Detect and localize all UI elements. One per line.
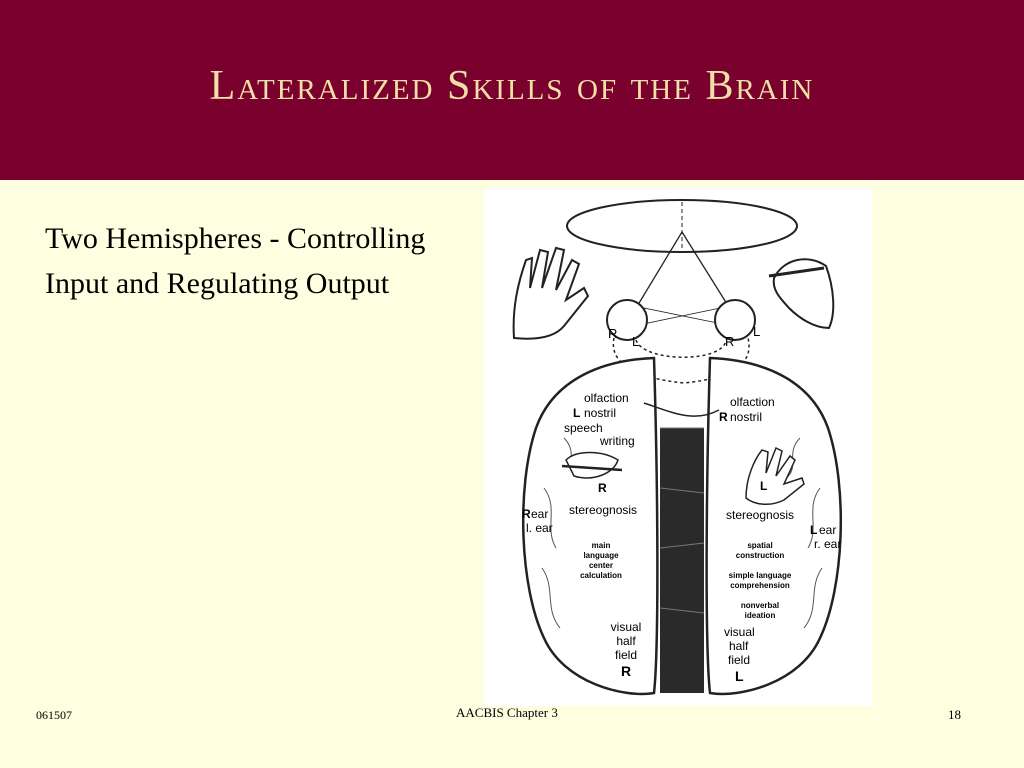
right-half-label: half	[729, 639, 749, 653]
right-ideation-label: ideation	[745, 611, 776, 620]
right-eye-icon	[714, 299, 756, 341]
right-eye-l-label: L	[753, 324, 760, 339]
writing-hand-right-icon	[772, 258, 835, 330]
slide-title: Lateralized Skills of the Brain	[209, 63, 815, 109]
left-hemisphere	[522, 356, 659, 696]
open-hand-inner-icon	[745, 446, 805, 505]
corpus-callosum-lines	[659, 427, 705, 614]
body-text: Two Hemispheres - Controlling Input and …	[45, 222, 426, 300]
left-other-ear-label: l. ear	[526, 521, 553, 535]
left-field-label: field	[615, 648, 637, 662]
left-hand-letter: R	[598, 481, 607, 495]
right-stereognosis-label: stereognosis	[726, 508, 794, 522]
left-center-label: center	[589, 561, 613, 570]
left-eye-l-label: L	[632, 334, 639, 349]
left-eye-icon	[606, 299, 648, 341]
visual-field-ellipse	[566, 199, 798, 253]
left-ear-letter: R	[522, 507, 531, 521]
right-field-label: field	[728, 653, 750, 667]
brain-diagram: R L R L olfaction L nostril speech writi…	[484, 188, 872, 706]
optic-chiasm	[635, 339, 727, 358]
right-spatial-label: spatial	[747, 541, 772, 550]
left-visual-label: visual	[611, 620, 642, 634]
right-other-ear-label: r. ear	[814, 537, 841, 551]
left-nostril-label: nostril	[584, 406, 616, 420]
right-hemisphere	[705, 356, 842, 696]
right-visual-label: visual	[724, 625, 755, 639]
right-hand-letter: L	[760, 479, 767, 493]
footer-chapter: AACBIS Chapter 3	[456, 705, 558, 720]
left-half-label: half	[616, 634, 636, 648]
left-main-label: main	[592, 541, 611, 550]
right-nostril-letter: R	[719, 410, 728, 424]
footer-page-number: 18	[948, 707, 961, 722]
left-speech-label: speech	[564, 421, 603, 435]
left-ear-label: ear	[531, 507, 548, 521]
left-eye-r-label: R	[608, 326, 617, 341]
open-hand-left-icon	[512, 246, 590, 340]
olfactory-tract	[643, 402, 720, 417]
brain-illustration: R L R L olfaction L nostril speech writi…	[512, 199, 842, 696]
right-nostril-label: nostril	[730, 410, 762, 424]
left-calculation-label: calculation	[580, 571, 622, 580]
left-stereognosis-label: stereognosis	[569, 503, 637, 517]
title-bar	[0, 0, 1024, 180]
pencil-right-icon	[768, 266, 825, 278]
right-olfaction-label: olfaction	[730, 395, 775, 409]
left-field-letter: R	[621, 663, 631, 679]
footer-date: 061507	[36, 708, 72, 722]
left-olfaction-label: olfaction	[584, 391, 629, 405]
right-simple-language-label: simple language	[729, 571, 792, 580]
left-language-label: language	[583, 551, 619, 560]
optic-pathway	[612, 337, 750, 384]
corpus-callosum	[660, 428, 704, 693]
writing-hand-left-icon	[565, 451, 619, 479]
right-ear-label: ear	[819, 523, 836, 537]
left-nostril-letter: L	[573, 406, 580, 420]
pencil-left-icon	[561, 464, 623, 472]
right-field-letter: L	[735, 668, 744, 684]
right-ear-letter: L	[810, 523, 817, 537]
left-writing-label: writing	[599, 434, 635, 448]
right-nonverbal-label: nonverbal	[741, 601, 779, 610]
right-eye-r-label: R	[725, 334, 734, 349]
right-comprehension-label: comprehension	[730, 581, 790, 590]
right-construction-label: construction	[736, 551, 785, 560]
